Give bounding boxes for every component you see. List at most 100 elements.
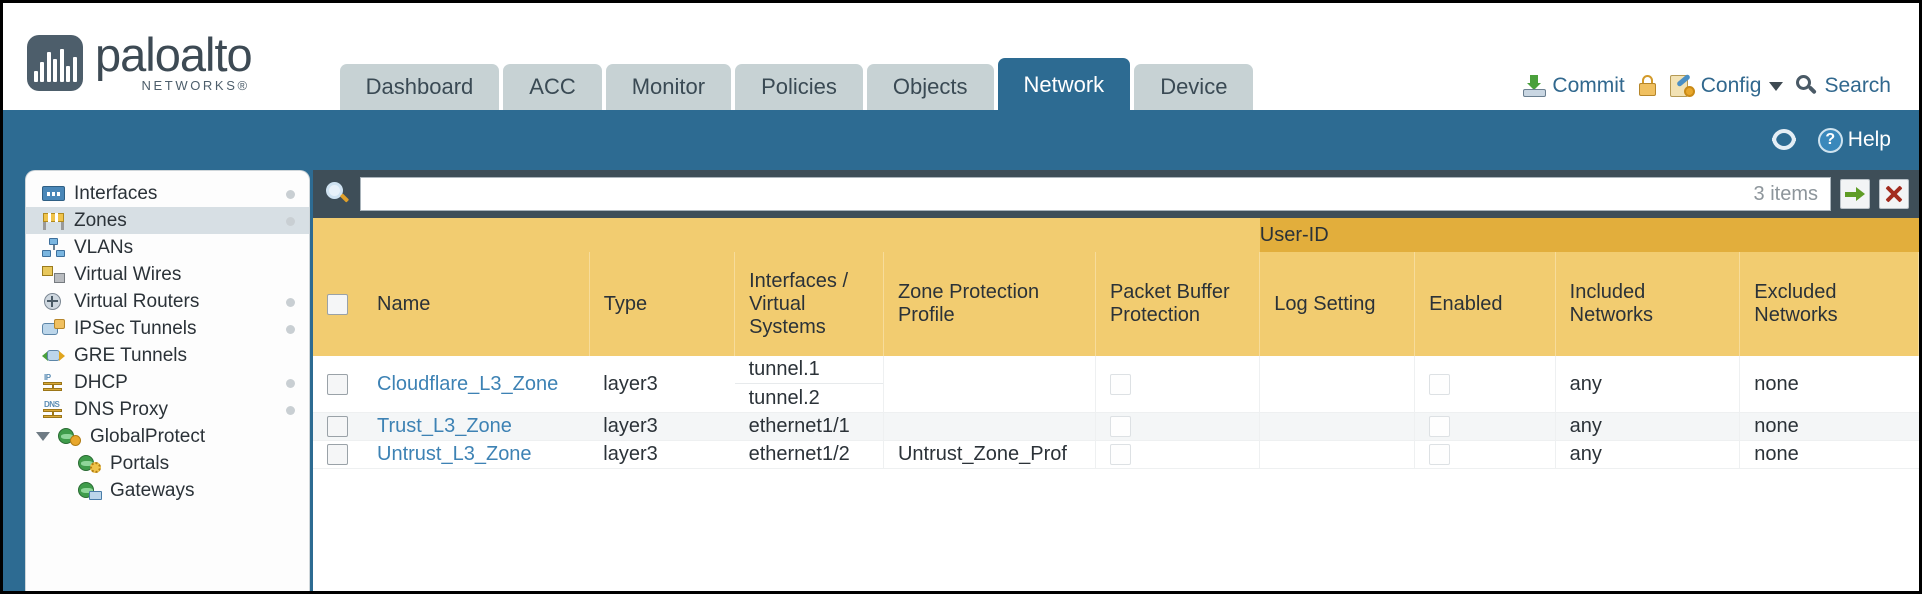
row-checkbox[interactable] xyxy=(327,373,348,395)
brand-text: paloalto NETWORKS® xyxy=(95,28,253,94)
tab-policies[interactable]: Policies xyxy=(735,63,863,110)
packet-buffer-protection-checkbox[interactable] xyxy=(1109,416,1131,438)
config-icon xyxy=(1669,73,1695,98)
tab-network[interactable]: Network xyxy=(997,57,1131,110)
unlock-icon[interactable] xyxy=(1638,75,1657,97)
select-all-checkbox[interactable] xyxy=(327,293,348,315)
sidebar-item-ipsec-tunnels[interactable]: IPSec Tunnels xyxy=(26,315,309,342)
sub-toolbar: ? Help xyxy=(3,110,1919,170)
help-button[interactable]: ? Help xyxy=(1817,127,1891,153)
table-row[interactable]: Untrust_L3_Zone layer3 ethernet1/2 Untru… xyxy=(313,440,1919,469)
sidebar-item-dhcp[interactable]: IP DHCP xyxy=(26,369,309,396)
row-select-cell xyxy=(313,412,364,441)
row-select-cell xyxy=(313,356,364,413)
userid-enabled-checkbox[interactable] xyxy=(1429,444,1451,466)
row-checkbox[interactable] xyxy=(327,444,348,466)
cell-name: Untrust_L3_Zone xyxy=(363,440,590,469)
column-header-interfaces[interactable]: Interfaces / Virtual Systems xyxy=(734,252,884,356)
sidebar-item-interfaces[interactable]: Interfaces xyxy=(26,180,309,207)
cell-type: layer3 xyxy=(589,440,735,469)
virtual-routers-icon xyxy=(42,292,65,311)
dns-proxy-icon: DNS xyxy=(42,400,65,419)
zone-name-link[interactable]: Untrust_L3_Zone xyxy=(377,443,532,465)
column-header-type[interactable]: Type xyxy=(589,252,736,356)
cell-userid-enabled xyxy=(1414,356,1556,413)
zone-name-link[interactable]: Cloudflare_L3_Zone xyxy=(377,372,559,395)
sidebar-item-zones[interactable]: Zones xyxy=(26,207,309,234)
cell-zone-protection-profile xyxy=(882,412,1096,441)
column-header-excluded-networks[interactable]: Excluded Networks xyxy=(1739,252,1919,356)
cell-type: layer3 xyxy=(589,356,735,413)
chevron-down-icon xyxy=(1769,81,1784,91)
sidebar-item-virtual-wires[interactable]: Virtual Wires xyxy=(26,261,309,288)
zones-icon xyxy=(42,211,65,230)
group-header-row: User-ID xyxy=(313,218,1919,252)
brand-logo: paloalto NETWORKS® xyxy=(3,28,253,110)
filter-search-icon[interactable] xyxy=(325,181,351,207)
group-header-blank xyxy=(313,218,1260,252)
column-header-packet-buffer-protection[interactable]: Packet Buffer Protection xyxy=(1095,252,1261,356)
sidebar-item-label: Interfaces xyxy=(74,182,158,204)
cell-log-setting xyxy=(1259,356,1415,413)
search-icon xyxy=(1796,75,1818,97)
status-dot xyxy=(286,190,295,199)
zones-table-wrapper: User-ID Name Type Interfaces / Virtual S… xyxy=(313,218,1919,591)
search-button[interactable]: Search xyxy=(1796,74,1891,98)
portals-icon xyxy=(78,454,101,473)
gre-tunnels-icon xyxy=(42,346,65,365)
tab-monitor[interactable]: Monitor xyxy=(605,63,732,110)
sidebar-item-globalprotect[interactable]: GlobalProtect xyxy=(26,423,309,450)
top-bar: paloalto NETWORKS® Dashboard ACC Monitor… xyxy=(3,3,1919,110)
sidebar-item-gre-tunnels[interactable]: GRE Tunnels xyxy=(26,342,309,369)
table-row[interactable]: Trust_L3_Zone layer3 ethernet1/1 xyxy=(313,412,1919,441)
column-header-included-networks[interactable]: Included Networks xyxy=(1555,252,1741,356)
column-header-enabled[interactable]: Enabled xyxy=(1414,252,1556,356)
cell-zone-protection-profile: Untrust_Zone_Prof xyxy=(882,440,1096,469)
config-dropdown[interactable]: Config xyxy=(1669,73,1784,98)
status-dot xyxy=(286,379,295,388)
refresh-icon[interactable] xyxy=(1770,127,1800,153)
row-checkbox[interactable] xyxy=(327,416,348,438)
column-header-name[interactable]: Name xyxy=(363,252,590,356)
sidebar-item-label: Gateways xyxy=(110,479,195,501)
sidebar-item-label: VLANs xyxy=(74,236,134,258)
tab-device[interactable]: Device xyxy=(1134,63,1254,110)
select-all-header xyxy=(313,252,364,356)
interfaces-icon xyxy=(42,184,65,203)
search-row: 3 items xyxy=(313,170,1919,218)
apply-filter-button[interactable] xyxy=(1840,179,1870,209)
cell-userid-enabled xyxy=(1414,412,1556,441)
column-header-log-setting[interactable]: Log Setting xyxy=(1259,252,1416,356)
brand-name: paloalto xyxy=(95,28,253,81)
commit-button[interactable]: Commit xyxy=(1523,74,1625,98)
config-label: Config xyxy=(1700,74,1762,97)
column-header-zone-protection-profile[interactable]: Zone Protection Profile xyxy=(883,252,1096,356)
sidebar-item-label: GRE Tunnels xyxy=(74,344,187,366)
sidebar-item-vlans[interactable]: VLANs xyxy=(26,234,309,261)
cell-zone-protection-profile xyxy=(882,356,1096,413)
zone-name-link[interactable]: Trust_L3_Zone xyxy=(377,415,512,437)
search-input-wrapper[interactable]: 3 items xyxy=(360,177,1831,211)
sidebar-item-portals[interactable]: Portals xyxy=(26,450,309,477)
cell-interfaces: ethernet1/2 xyxy=(734,440,884,469)
userid-enabled-checkbox[interactable] xyxy=(1429,373,1451,395)
items-count-label: 3 items xyxy=(1753,182,1818,205)
help-icon: ? xyxy=(1817,127,1843,153)
packet-buffer-protection-checkbox[interactable] xyxy=(1109,444,1131,466)
main-panel: 3 items xyxy=(313,170,1919,591)
packet-buffer-protection-checkbox[interactable] xyxy=(1109,373,1131,395)
cell-included-networks: any xyxy=(1554,412,1740,441)
gateways-icon xyxy=(78,481,102,500)
sidebar-item-dns-proxy[interactable]: DNS DNS Proxy xyxy=(26,396,309,423)
clear-filter-button[interactable] xyxy=(1879,179,1909,209)
tab-dashboard[interactable]: Dashboard xyxy=(339,63,500,110)
sidebar-item-gateways[interactable]: Gateways xyxy=(26,477,309,504)
cell-name: Cloudflare_L3_Zone xyxy=(363,356,590,413)
cell-interfaces: tunnel.1 tunnel.2 xyxy=(734,356,884,413)
tab-acc[interactable]: ACC xyxy=(503,63,602,110)
userid-enabled-checkbox[interactable] xyxy=(1429,416,1451,438)
tab-objects[interactable]: Objects xyxy=(866,63,994,110)
sidebar-item-virtual-routers[interactable]: Virtual Routers xyxy=(26,288,309,315)
status-dot xyxy=(286,325,295,334)
expander-triangle-icon[interactable] xyxy=(36,432,50,441)
